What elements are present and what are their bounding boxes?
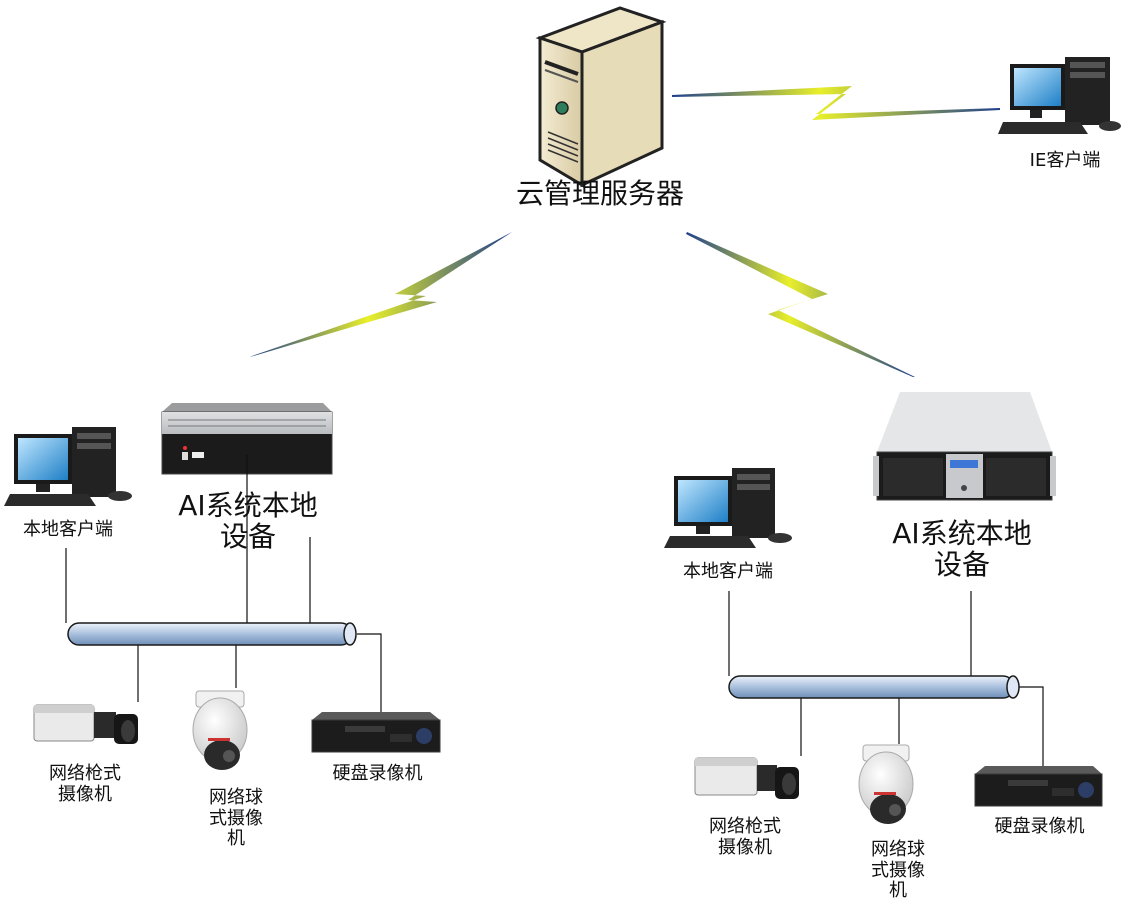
left-nvr-label: 硬盘录像机 [332,763,423,784]
right-ai-device-label: AI系统本地 设备 [892,517,1032,582]
wireless-link-right-bolt [686,232,915,377]
right-nvr-icon [974,766,1103,807]
wireless-link-ie-bolt [672,86,1000,120]
left-bullet-camera-label: 网络枪式 摄像机 [49,763,121,805]
left-dome-camera-label: 网络球 式摄像 机 [209,787,263,850]
right-network-bus [728,675,1020,699]
right-bullet-camera-label: 网络枪式 摄像机 [709,816,781,858]
left-nvr-icon [311,712,441,753]
ie-client-label: IE客户端 [1029,150,1101,171]
right-local-client-label: 本地客户端 [683,561,773,582]
right-dome-camera-label: 网络球 式摄像 机 [871,839,925,902]
left-local-client-label: 本地客户端 [23,519,113,540]
right-dome-camera-icon [858,744,914,824]
left-ai-device-label: AI系统本地 设备 [178,489,318,554]
right-connector-lines [728,591,1044,766]
wireless-link-left-bolt [250,232,512,357]
right-bullet-camera-icon [694,757,799,799]
left-dome-camera-icon [192,690,248,770]
cloud-server-icon [535,6,667,188]
right-nvr-label: 硬盘录像机 [994,816,1085,837]
left-connector-lines [65,455,382,712]
right-local-client-pc-icon [664,468,792,548]
left-bullet-camera-icon [33,704,138,744]
left-local-client-pc-icon [4,427,132,506]
cloud-server-label: 云管理服务器 [515,177,684,210]
ie-client-pc-icon [998,57,1121,134]
left-network-bus [67,622,357,646]
right-ai-device-icon [873,392,1056,501]
